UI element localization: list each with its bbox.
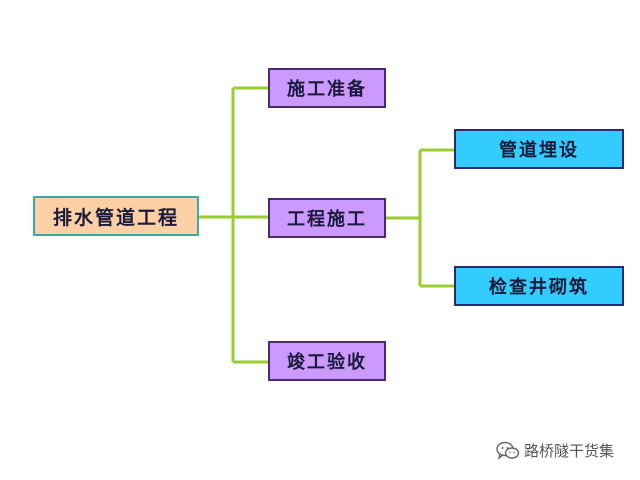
- phase-node-acceptance: 竣工验收: [268, 341, 386, 381]
- task-node-pipe-laying: 管道埋设: [454, 129, 624, 169]
- root-node: 排水管道工程: [33, 196, 199, 236]
- task-node-label: 管道埋设: [499, 140, 579, 161]
- task-node-manhole-masonry: 检查井砌筑: [454, 266, 624, 306]
- watermark: 路桥隧干货集: [496, 440, 614, 461]
- wechat-icon: [496, 441, 520, 460]
- phase-node-construction: 工程施工: [268, 198, 386, 238]
- watermark-text: 路桥隧干货集: [524, 442, 615, 460]
- phase-node-label: 工程施工: [287, 209, 367, 230]
- root-node-label: 排水管道工程: [52, 206, 179, 229]
- phase-node-preparation: 施工准备: [268, 68, 386, 108]
- task-node-label: 检查井砌筑: [489, 277, 589, 298]
- phase-node-label: 施工准备: [287, 79, 367, 100]
- phase-node-label: 竣工验收: [287, 352, 367, 373]
